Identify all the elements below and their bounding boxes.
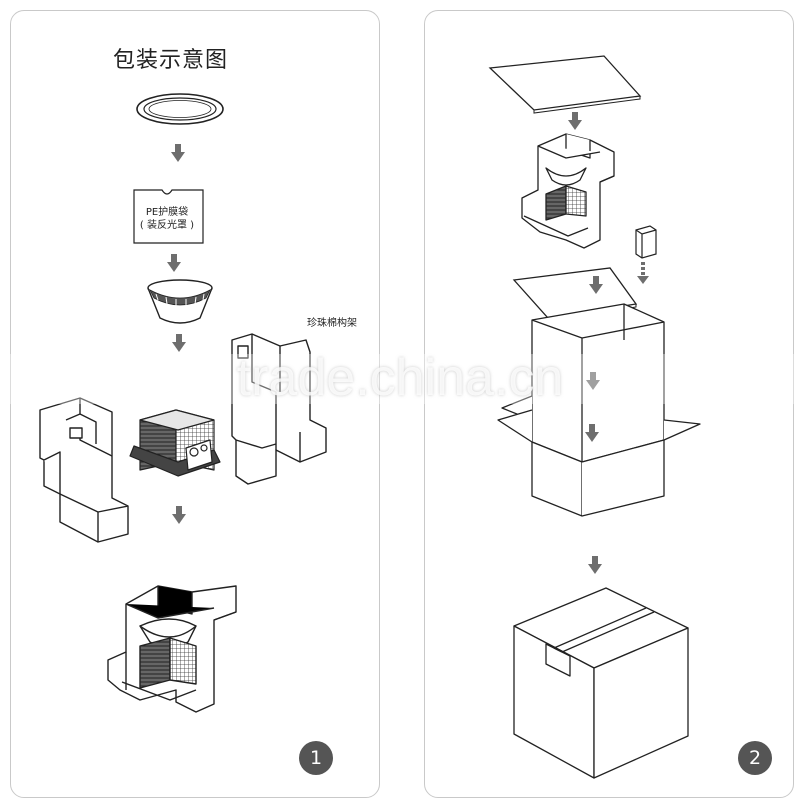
- page-title: 包装示意图: [113, 48, 229, 73]
- manual-box-icon: [635, 225, 657, 259]
- step-number-badge: 1: [299, 741, 333, 775]
- arrow-down-icon: [172, 506, 186, 524]
- watermark-band: [0, 354, 800, 404]
- dotted-arrow-icon: [637, 262, 649, 284]
- bag-label-line-2: ( 装反光罩 ): [139, 220, 195, 231]
- bag-label: PE护膜袋 ( 装反光罩 ): [134, 206, 200, 232]
- assembled-package-icon: [521, 133, 615, 249]
- arrow-down-icon: [588, 556, 602, 574]
- foam-half-right-icon: [231, 333, 327, 485]
- foam-half-left-icon: [39, 397, 129, 543]
- foam-frame-label: 珍珠棉构架: [307, 318, 357, 329]
- bag-label-line-1: PE护膜袋: [145, 207, 189, 218]
- cardboard-sheet-icon: [488, 55, 642, 114]
- assembled-package-icon: [107, 585, 237, 713]
- open-carton-icon: [497, 303, 701, 517]
- arrow-down-icon: [172, 334, 186, 352]
- reflector-ring-icon: [136, 93, 224, 125]
- step-number-badge: 2: [738, 741, 772, 775]
- arrow-down-icon: [568, 112, 582, 130]
- arrow-down-icon: [171, 144, 185, 162]
- reflector-bowl-icon: [147, 279, 213, 324]
- pe-bag-icon: [133, 189, 204, 244]
- sealed-carton-icon: [513, 587, 689, 779]
- arrow-down-icon: [167, 254, 181, 272]
- lamp-fixture-icon: [129, 409, 221, 477]
